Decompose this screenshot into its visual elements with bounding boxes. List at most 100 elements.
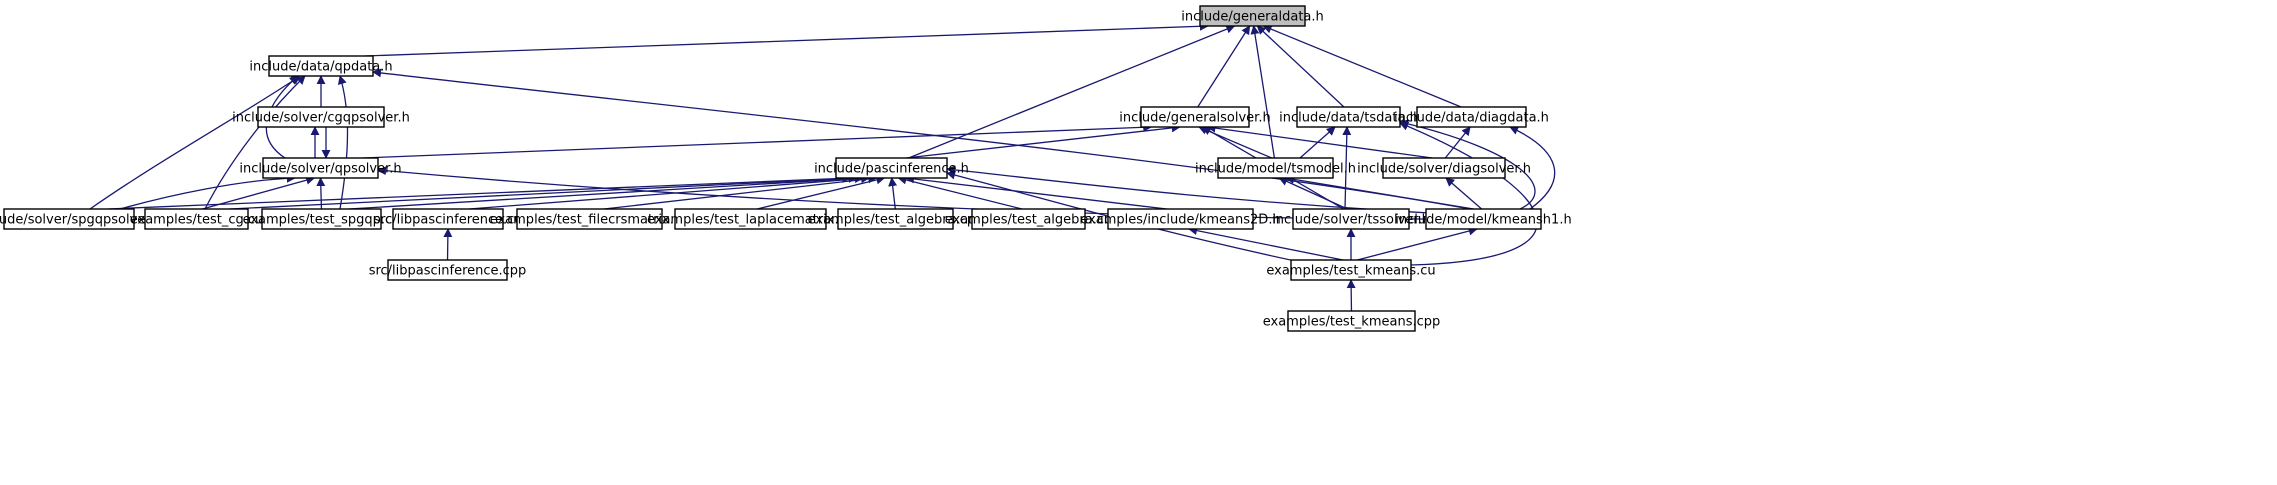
node-test-filecrs[interactable]: examples/test_filecrsmatrix.cu	[490, 208, 690, 230]
node-test-cg[interactable]: examples/test_cg.cu	[130, 208, 264, 230]
edge-pascinference-to-generaldata	[908, 24, 1236, 159]
edge-qpsolver-to-generalsolver	[362, 122, 1153, 159]
edge-kmeansh1-to-pascinference	[946, 165, 1431, 214]
node-box	[261, 208, 382, 230]
edge-test-cg-to-qpdata	[204, 75, 306, 210]
node-box	[1199, 5, 1306, 27]
node-label: include/generaldata.h	[1181, 10, 1324, 25]
edge-tsmodel-to-generaldata	[1250, 25, 1276, 159]
node-test-kmeans-cu[interactable]: examples/test_kmeans.cu	[1266, 259, 1436, 281]
node-label: examples/test_filecrsmatrix.cu	[490, 213, 690, 228]
node-cgqpsolver[interactable]: include/solver/cgqpsolver.h	[232, 106, 410, 128]
node-label: include/model/tsmodel.h	[1195, 162, 1356, 177]
edge-generalsolver-to-generaldata	[1197, 25, 1251, 108]
node-box	[674, 208, 827, 230]
node-qpsolver[interactable]: include/solver/qpsolver.h	[239, 157, 402, 179]
node-label: examples/test_kmeans.cu	[1266, 264, 1435, 279]
node-label: include/model/kmeansh1.h	[1395, 213, 1571, 228]
edge-test-cg-to-pascinference	[229, 173, 858, 210]
node-kmeans2D[interactable]: examples/include/kmeans2D.h	[1080, 208, 1281, 230]
node-box	[1290, 259, 1412, 281]
edge-diagsolver-to-generalsolver	[1206, 123, 1433, 159]
edge-tsmodel-to-tsdata	[1299, 126, 1336, 159]
edge-kmeansh1-to-tsmodel	[1285, 174, 1474, 210]
node-box	[144, 208, 249, 230]
node-box	[1292, 208, 1410, 230]
node-box	[257, 106, 385, 128]
node-box	[1287, 310, 1416, 332]
node-libpasc-cpp[interactable]: src/libpascinference.cpp	[369, 259, 527, 281]
node-label: include/solver/tssolver.h	[1272, 213, 1430, 228]
edge-test-laplace-to-pascinference	[757, 175, 886, 210]
edge-spgqpsolver-to-qpdata	[89, 75, 301, 210]
node-test-algebra-cpp[interactable]: examples/test_algebra.cpp	[808, 208, 984, 230]
node-tsdata[interactable]: include/data/tsdata.h	[1279, 106, 1418, 128]
edge-test-filecrs-to-pascinference	[603, 174, 878, 210]
edge-test-kmeans-cu-to-kmeansh1	[1357, 226, 1478, 261]
node-label: examples/include/kmeans2D.h	[1080, 213, 1280, 228]
node-kmeansh1[interactable]: include/model/kmeansh1.h	[1395, 208, 1572, 230]
edge-spgqpsolver-to-qpsolver	[119, 173, 296, 210]
node-test-algebra-cu[interactable]: examples/test_algebra.cu	[945, 208, 1112, 230]
edge-test-spgqp-to-pascinference	[348, 173, 864, 210]
node-generaldata[interactable]: include/generaldata.h	[1181, 5, 1324, 27]
edge-kmeans2D-to-pascinference	[905, 174, 1167, 210]
edge-test-kmeans-cu-to-pascinference	[946, 170, 1301, 263]
edge-test-algebra-cpp-to-pascinference	[888, 177, 898, 210]
edge-kmeansh1-to-qpdata	[372, 68, 1471, 210]
node-label: src/libpascinference.cpp	[369, 264, 527, 279]
node-tssolver[interactable]: include/solver/tssolver.h	[1272, 208, 1430, 230]
node-box	[1382, 157, 1506, 179]
edge-qpdata-to-generaldata	[364, 21, 1209, 57]
node-label: include/solver/cgqpsolver.h	[232, 111, 410, 126]
node-generalsolver[interactable]: include/generalsolver.h	[1119, 106, 1271, 128]
node-box	[516, 208, 663, 230]
edge-tsdata-to-generaldata	[1256, 25, 1345, 108]
edge-libpasc-cu-to-pascinference	[469, 174, 871, 210]
node-label: include/data/tsdata.h	[1279, 111, 1418, 126]
node-box	[1296, 106, 1401, 128]
node-label: include/generalsolver.h	[1119, 111, 1270, 126]
node-qpdata[interactable]: include/data/qpdata.h	[249, 55, 393, 77]
edge-diagsolver-to-diagdata	[1444, 126, 1471, 159]
edge-tssolver-to-tsdata	[1342, 126, 1352, 210]
node-label: examples/test_cg.cu	[130, 213, 264, 228]
node-pascinference[interactable]: include/pascinference.h	[814, 157, 969, 179]
node-test-laplace[interactable]: examples/test_laplacematrix.cu	[647, 208, 854, 230]
node-test-spgqp[interactable]: examples/test_spgqp.cu	[243, 208, 401, 230]
node-box	[3, 208, 135, 230]
node-box	[262, 157, 379, 179]
node-box	[1140, 106, 1250, 128]
edge-test-spgqp-to-qpdata	[337, 75, 349, 210]
node-box	[971, 208, 1086, 230]
node-label: examples/test_kmeans.cpp	[1263, 315, 1441, 330]
node-tsmodel[interactable]: include/model/tsmodel.h	[1195, 157, 1356, 179]
node-box	[392, 208, 504, 230]
edge-spgqpsolver-to-pascinference	[108, 173, 852, 210]
node-test-kmeans-cpp[interactable]: examples/test_kmeans.cpp	[1263, 310, 1441, 332]
node-box	[1107, 208, 1254, 230]
edge-test-kmeans-cu-to-kmeans2D	[1188, 226, 1344, 261]
node-label: include/solver/qpsolver.h	[239, 162, 401, 177]
node-box	[268, 55, 374, 77]
edge-pascinference-to-generalsolver	[905, 123, 1181, 159]
edge-diagdata-to-generaldata	[1262, 24, 1462, 108]
node-label: examples/test_spgqp.cu	[243, 213, 401, 228]
node-diagdata[interactable]: include/data/diagdata.h	[1394, 106, 1549, 128]
node-box	[835, 157, 948, 179]
node-diagsolver[interactable]: include/solver/diagsolver.h	[1357, 157, 1531, 179]
node-libpasc-cu[interactable]: src/libpascinference.cu	[373, 208, 523, 230]
edge-test-algebra-cu-to-pascinference	[897, 175, 1023, 210]
node-label: src/libpascinference.cu	[373, 213, 522, 228]
edge-kmeansh1-to-diagdata	[1509, 126, 1556, 210]
edge-kmeansh1-to-diagsolver	[1445, 177, 1483, 210]
node-label: include/solver/diagsolver.h	[1357, 162, 1531, 177]
node-label: include/data/qpdata.h	[249, 60, 392, 75]
edge-kmeansh1-to-tsdata	[1399, 119, 1536, 210]
node-label: include/solver/spgqpsolver.h	[0, 213, 162, 228]
node-spgqpsolver[interactable]: include/solver/spgqpsolver.h	[0, 208, 162, 230]
node-box	[1416, 106, 1527, 128]
node-box	[1425, 208, 1542, 230]
node-label: examples/test_algebra.cpp	[808, 213, 984, 228]
